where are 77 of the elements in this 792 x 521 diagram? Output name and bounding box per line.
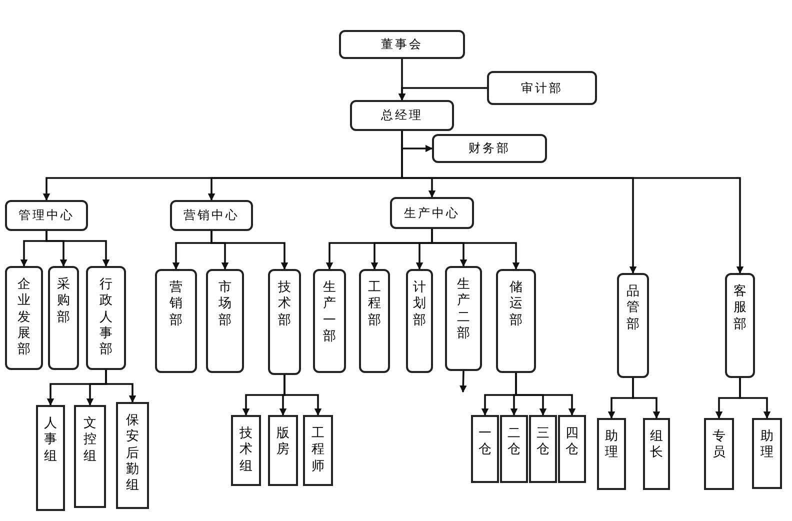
department-box <box>359 269 390 373</box>
unit-label: 助理 <box>605 429 618 462</box>
department-box <box>268 269 301 375</box>
unit-label: 生产一部 <box>323 280 336 345</box>
unit-label: 营销中心 <box>184 207 240 224</box>
unit-label: 董事会 <box>381 36 423 53</box>
team-box <box>752 418 782 489</box>
department-box <box>48 266 79 370</box>
team-box <box>36 405 65 511</box>
department-box <box>170 200 253 231</box>
department-box <box>496 269 536 373</box>
unit-label: 技术部 <box>278 280 291 329</box>
unit-label: 总经理 <box>381 107 423 124</box>
unit-label: 财务部 <box>468 140 510 157</box>
unit-label: 二仓 <box>508 426 520 458</box>
team-box <box>597 418 626 490</box>
connector-arrow <box>460 370 467 393</box>
unit-label: 行政人事部 <box>100 277 112 358</box>
unit-label: 生产中心 <box>404 204 460 222</box>
department-box <box>350 100 454 131</box>
unit-label: 组长 <box>650 429 663 462</box>
team-box <box>116 402 149 509</box>
unit-label: 管理中心 <box>18 207 74 224</box>
unit-label: 生产二部 <box>457 277 470 342</box>
department-box <box>487 71 597 105</box>
unit-label: 计划部 <box>413 280 426 329</box>
unit-label: 三仓 <box>536 426 550 458</box>
unit-label: 采购部 <box>57 277 70 326</box>
team-box <box>74 405 106 508</box>
team-box <box>529 415 557 483</box>
unit-label: 工程部 <box>368 280 381 329</box>
connector-arrow <box>210 231 288 270</box>
department-box <box>725 273 755 378</box>
unit-label: 审计部 <box>521 80 563 96</box>
unit-label: 助理 <box>760 429 774 462</box>
unit-label: 一仓 <box>478 426 492 458</box>
unit-label: 营销部 <box>170 280 182 329</box>
department-box <box>432 134 547 163</box>
unit-label: 四仓 <box>566 426 578 458</box>
team-box <box>500 415 528 483</box>
unit-label: 人事组 <box>44 416 57 465</box>
connector-arrow <box>284 375 322 416</box>
unit-label: 专员 <box>712 429 726 462</box>
department-box <box>390 197 474 229</box>
team-box <box>643 418 670 490</box>
unit-label: 客服部 <box>734 284 746 333</box>
team-box <box>231 415 261 486</box>
team-box <box>471 415 499 483</box>
department-box <box>5 200 88 231</box>
unit-label: 品管部 <box>626 284 640 333</box>
unit-label: 保安后勤组 <box>126 413 139 494</box>
department-box <box>5 266 43 370</box>
department-box <box>445 266 482 371</box>
connector-arrow <box>431 229 520 270</box>
team-box <box>558 415 586 483</box>
unit-label: 储运部 <box>510 280 522 329</box>
department-box <box>86 266 126 370</box>
unit-label: 企业发展部 <box>18 277 30 358</box>
department-box <box>617 273 649 378</box>
team-box <box>268 415 298 486</box>
unit-label: 工程师 <box>312 426 324 475</box>
department-box <box>206 269 244 373</box>
connector-arrow <box>739 378 771 419</box>
connector-arrow <box>398 87 487 101</box>
department-box <box>155 269 197 373</box>
department-box <box>406 269 433 373</box>
connector-arrow <box>46 231 110 267</box>
connector-arrow <box>105 370 136 403</box>
unit-label: 市场部 <box>218 280 232 329</box>
connector-arrow <box>632 378 660 419</box>
department-box <box>339 30 465 59</box>
unit-label: 文控组 <box>84 416 96 465</box>
unit-label: 版房 <box>276 426 290 458</box>
team-box <box>704 418 734 490</box>
department-box <box>313 269 346 373</box>
unit-label: 技术组 <box>240 426 252 475</box>
team-box <box>303 415 333 486</box>
